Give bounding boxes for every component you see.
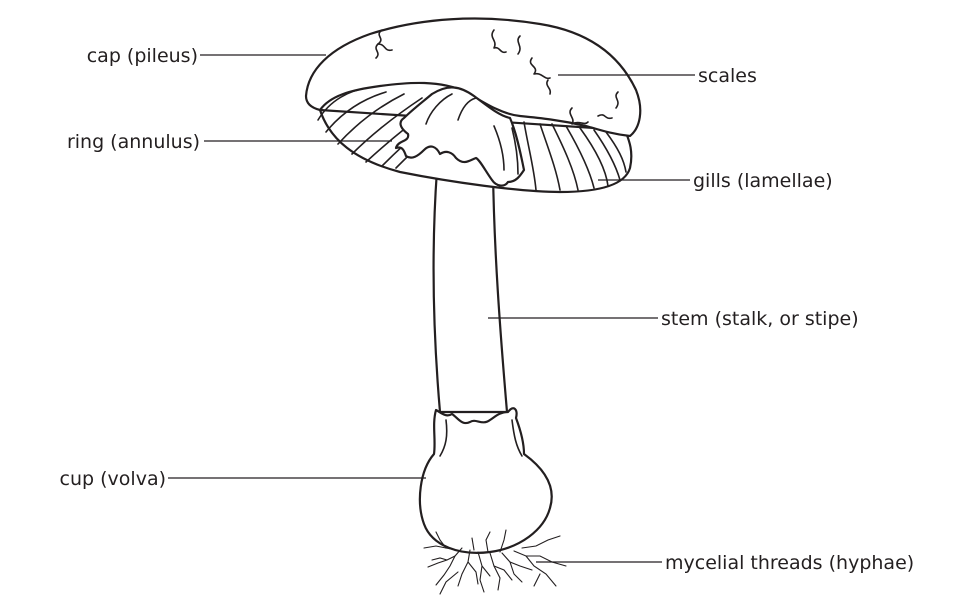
- label-stem: stem (stalk, or stipe): [661, 308, 859, 330]
- label-gills: gills (lamellae): [693, 170, 833, 192]
- stem-drawing: [434, 170, 507, 412]
- label-mycelial-threads: mycelial threads (hyphae): [665, 552, 914, 574]
- label-cup: cup (volva): [60, 468, 166, 490]
- label-cap: cap (pileus): [87, 45, 198, 67]
- label-ring: ring (annulus): [67, 131, 200, 153]
- label-scales: scales: [698, 65, 757, 87]
- cup-drawing: [420, 408, 552, 553]
